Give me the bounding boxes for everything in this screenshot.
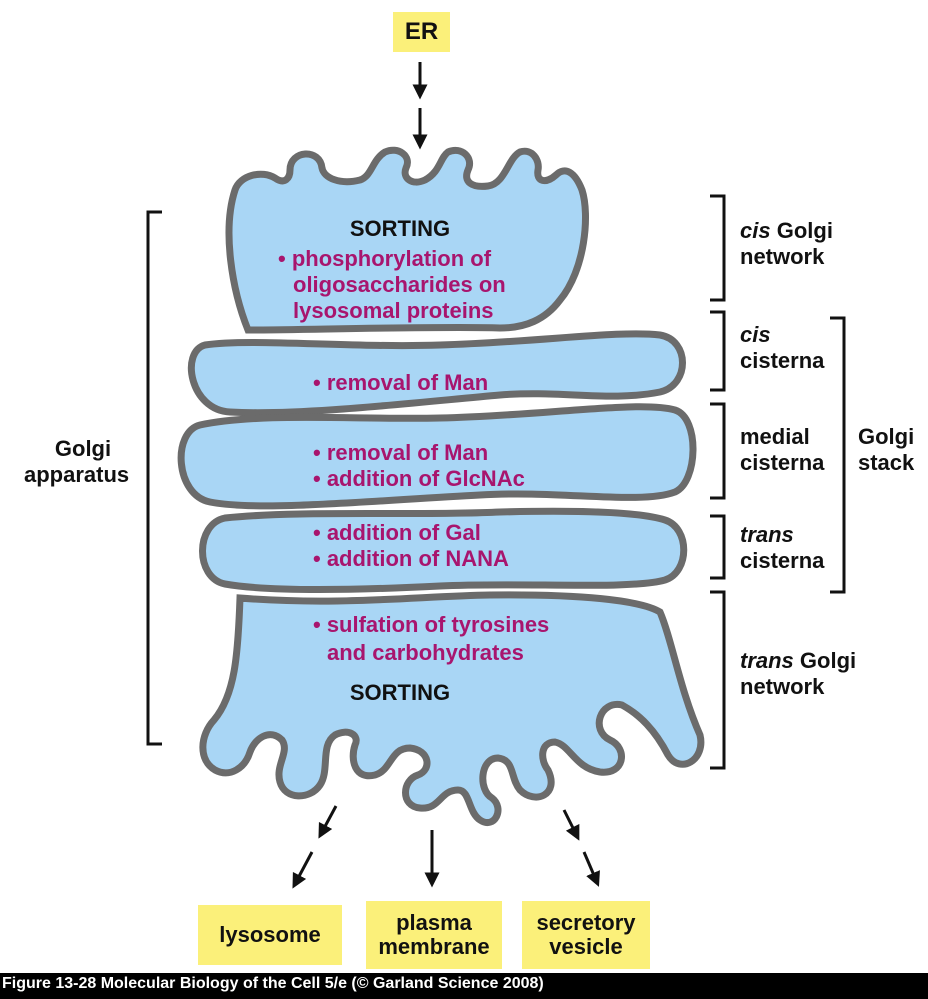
cis-network-line1: • phosphorylation of (278, 246, 491, 271)
lysosome-box: lysosome (198, 905, 342, 965)
medial-cisterna-label: medial cisterna (740, 424, 824, 477)
cis-golgi-network-rest: Golgi (777, 218, 833, 243)
medial-cisterna-line2: • addition of GlcNAc (313, 466, 525, 491)
secretory-arrow-upper (564, 810, 576, 834)
cis-golgi-network-line2: network (740, 244, 833, 270)
golgi-stack-line2: stack (858, 450, 914, 476)
trans-cisterna-line1: • addition of Gal (313, 520, 481, 545)
secretory-vesicle-line1: secretory (536, 911, 635, 935)
cis-cisterna-label: cis cisterna (740, 322, 824, 375)
plasma-membrane-line2: membrane (378, 935, 489, 959)
cis-network-line2: oligosaccharides on (293, 272, 506, 297)
trans-cisterna-label: trans cisterna (740, 522, 824, 575)
cis-cisterna-italic: cis (740, 322, 771, 347)
cis-network-line3: lysosomal proteins (293, 298, 494, 323)
cis-cisterna-line2: cisterna (740, 348, 824, 374)
golgi-stack-line1: Golgi (858, 424, 914, 450)
er-box: ER (393, 12, 450, 52)
trans-golgi-network-bracket (710, 592, 724, 768)
trans-golgi-network-italic: trans (740, 648, 794, 673)
lysosome-arrow-lower (296, 852, 312, 882)
medial-cisterna-line2-label: cisterna (740, 450, 824, 476)
golgi-apparatus-bracket (148, 212, 162, 744)
lysosome-arrow-upper (322, 806, 336, 832)
medial-cisterna-line1: • removal of Man (313, 440, 488, 465)
trans-network-line1: • sulfation of tyrosines (313, 612, 549, 637)
plasma-membrane-line1: plasma (396, 911, 472, 935)
secretory-vesicle-line2: vesicle (549, 935, 622, 959)
lysosome-label: lysosome (219, 923, 321, 947)
golgi-stack-bracket (830, 318, 844, 592)
cis-golgi-network-bracket (710, 196, 724, 300)
cis-network-sorting-heading: SORTING (300, 216, 500, 241)
trans-cisterna-line2-label: cisterna (740, 548, 824, 574)
trans-golgi-network-rest: Golgi (800, 648, 856, 673)
er-label: ER (405, 19, 438, 45)
trans-cisterna-bracket (710, 516, 724, 578)
trans-cisterna-italic: trans (740, 522, 794, 547)
golgi-stack-label: Golgi stack (858, 424, 914, 477)
medial-cisterna-bracket (710, 404, 724, 498)
cis-cisterna-line1: • removal of Man (313, 370, 488, 395)
trans-network-line2: and carbohydrates (327, 640, 524, 665)
cis-golgi-network-italic: cis (740, 218, 771, 243)
trans-golgi-network-label: trans Golgi network (740, 648, 856, 701)
medial-cisterna-line1-label: medial (740, 424, 824, 450)
trans-cisterna-line2: • addition of NANA (313, 546, 509, 571)
cis-golgi-network-label: cis Golgi network (740, 218, 833, 271)
plasma-membrane-box: plasma membrane (366, 901, 502, 969)
golgi-apparatus-line2: apparatus (24, 462, 142, 488)
golgi-apparatus-line1: Golgi (24, 436, 142, 462)
secretory-arrow-lower (584, 852, 596, 880)
cis-cisterna-bracket (710, 312, 724, 390)
golgi-apparatus-label: Golgi apparatus (24, 436, 142, 489)
trans-network-sorting-heading: SORTING (300, 680, 500, 705)
exit-arrows (296, 806, 596, 882)
secretory-vesicle-box: secretory vesicle (522, 901, 650, 969)
trans-golgi-network-line2: network (740, 674, 856, 700)
figure-caption: Figure 13-28 Molecular Biology of the Ce… (2, 975, 544, 993)
